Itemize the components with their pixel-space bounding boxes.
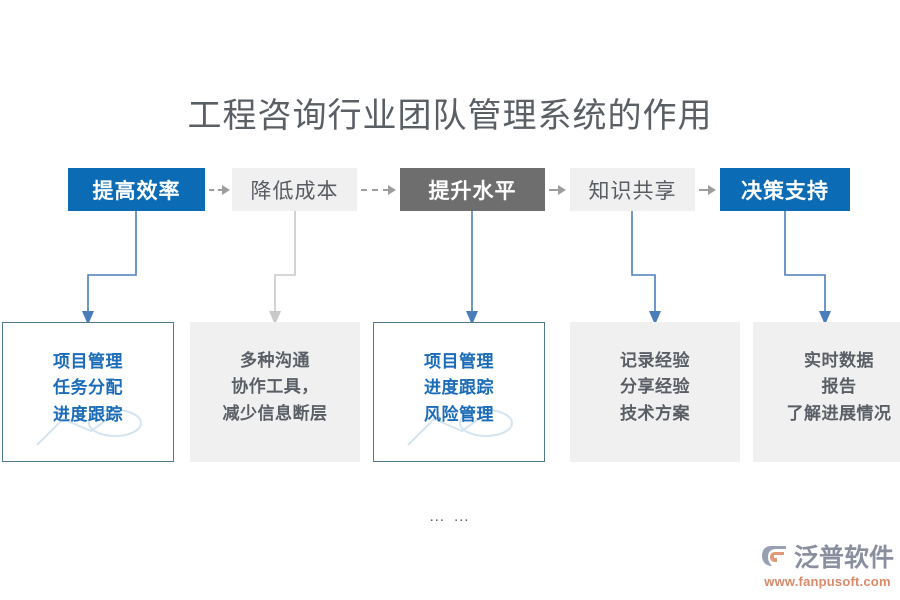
stage-box-3[interactable]: 提升水平 (400, 168, 545, 211)
detail-connector-4 (631, 211, 661, 325)
detail-line-1-1: 项目管理 (53, 352, 123, 371)
stage-box-1[interactable]: 提高效率 (68, 168, 205, 211)
detail-line-3-2: 进度跟踪 (424, 378, 494, 398)
brand-url: www.fanpusoft.com (764, 574, 891, 589)
stage-connector-arrow-4 (699, 184, 717, 196)
detail-connector-5 (784, 211, 831, 325)
detail-line-4-1: 记录经验 (620, 351, 690, 370)
brand-name: 泛普软件 (794, 544, 895, 572)
detail-line-5-3: 了解进展情况 (786, 403, 892, 423)
stage-connector-arrow-3 (549, 184, 567, 196)
stage-label-4: 知识共享 (588, 179, 677, 203)
detail-line-3-3: 风险管理 (424, 404, 494, 424)
stage-label-2: 降低成本 (250, 179, 339, 203)
detail-connector-2 (269, 211, 296, 325)
stage-label-5: 决策支持 (741, 179, 829, 203)
detail-box-2[interactable]: 多种沟通 协作工具， 减少信息断层 (190, 322, 360, 462)
detail-line-5-2: 报告 (821, 377, 857, 397)
detail-line-2-2: 协作工具， (231, 377, 319, 397)
page-title: 工程咨询行业团队管理系统的作用 (187, 97, 713, 135)
ellipsis-text: … … (428, 508, 472, 525)
detail-connector-1 (82, 211, 137, 325)
stage-label-1: 提高效率 (92, 179, 181, 203)
brand-logo: 泛普软件 www.fanpusoft.com (760, 540, 895, 592)
detail-box-1[interactable]: 项目管理 任务分配 进度跟踪 (2, 322, 174, 462)
stage-connector-arrow-1 (209, 184, 231, 196)
detail-line-5-1: 实时数据 (804, 351, 874, 370)
detail-line-2-3: 减少信息断层 (222, 403, 328, 423)
detail-line-4-3: 技术方案 (620, 403, 690, 423)
detail-line-2-1: 多种沟通 (240, 351, 310, 370)
stage-box-4[interactable]: 知识共享 (570, 168, 695, 211)
stage-box-5[interactable]: 决策支持 (720, 168, 850, 211)
detail-line-1-2: 任务分配 (53, 378, 123, 398)
fanpu-mark-icon (762, 546, 786, 566)
detail-line-1-3: 进度跟踪 (53, 404, 123, 424)
detail-box-4[interactable]: 记录经验 分享经验 技术方案 (570, 322, 740, 462)
detail-line-4-2: 分享经验 (620, 377, 690, 397)
detail-connector-3 (466, 211, 478, 325)
detail-line-3-1: 项目管理 (424, 352, 494, 371)
detail-box-5[interactable]: 实时数据 报告 了解进展情况 (753, 322, 900, 462)
stage-label-3: 提升水平 (428, 179, 517, 203)
stage-box-2[interactable]: 降低成本 (232, 168, 357, 211)
detail-box-3[interactable]: 项目管理 进度跟踪 风险管理 (373, 322, 545, 462)
stage-connector-arrow-2 (361, 184, 397, 196)
